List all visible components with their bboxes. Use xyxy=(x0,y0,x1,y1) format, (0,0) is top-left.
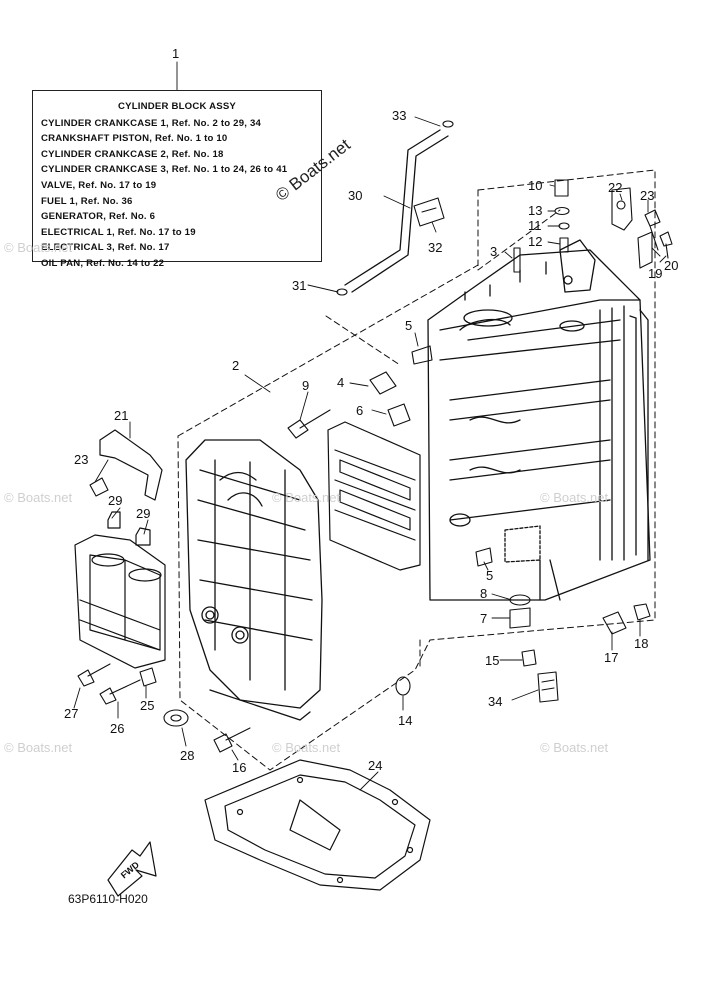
callout-31: 31 xyxy=(292,278,306,293)
crankcase-left xyxy=(185,439,323,721)
callout-5-upper: 5 xyxy=(405,318,412,333)
legend-title: CYLINDER BLOCK ASSY xyxy=(117,101,237,112)
legend-line: ELECTRICAL 3, Ref. No. 17 xyxy=(41,242,170,254)
leader-lines xyxy=(73,61,667,791)
legend-line: OIL PAN, Ref. No. 14 to 22 xyxy=(41,257,165,269)
assembly-dashed-outline xyxy=(177,169,656,771)
part-code: 63P6110-H020 xyxy=(68,892,148,906)
callout-10: 10 xyxy=(528,178,542,193)
intake-plate xyxy=(327,421,421,571)
legend-line: CYLINDER CRANKCASE 3, Ref. No. 1 to 24, … xyxy=(41,164,288,176)
callout-15: 15 xyxy=(485,653,499,668)
legend-line: ELECTRICAL 1, Ref. No. 17 to 19 xyxy=(41,226,196,238)
callout-29-right: 29 xyxy=(136,506,150,521)
callout-12: 12 xyxy=(528,234,542,249)
callout-11: 11 xyxy=(528,218,542,233)
watermark-faint: © Boats.net xyxy=(272,490,341,505)
callout-28: 28 xyxy=(180,748,194,763)
watermark-faint: © Boats.net xyxy=(4,240,73,255)
callout-23-left: 23 xyxy=(74,452,88,467)
callout-4: 4 xyxy=(337,375,344,390)
watermark-faint: © Boats.net xyxy=(272,740,341,755)
callout-16: 16 xyxy=(232,760,246,775)
watermark-faint: © Boats.net xyxy=(4,490,73,505)
callout-23-right: 23 xyxy=(640,188,654,203)
callout-14: 14 xyxy=(398,713,412,728)
callout-5-lower: 5 xyxy=(486,568,493,583)
watermark-faint: © Boats.net xyxy=(540,490,609,505)
callout-13: 13 xyxy=(528,203,542,218)
callout-34: 34 xyxy=(488,694,502,709)
callout-2: 2 xyxy=(232,358,239,373)
watermark-faint: © Boats.net xyxy=(540,740,609,755)
fwd-arrow xyxy=(107,841,157,897)
small-parts xyxy=(77,120,673,753)
callout-32: 32 xyxy=(428,240,442,255)
legend-line: CYLINDER CRANKCASE 2, Ref. No. 18 xyxy=(41,148,224,160)
callout-30: 30 xyxy=(348,188,362,203)
cylinder-block-right xyxy=(427,239,651,601)
callout-7: 7 xyxy=(480,611,487,626)
legend-line: CRANKSHAFT PISTON, Ref. No. 1 to 10 xyxy=(41,133,228,145)
legend-line: VALVE, Ref. No. 17 to 19 xyxy=(41,179,157,191)
callout-24: 24 xyxy=(368,758,382,773)
ignition-coil-assembly xyxy=(74,429,166,669)
callout-8: 8 xyxy=(480,586,487,601)
callout-27: 27 xyxy=(64,706,78,721)
legend-line: CYLINDER CRANKCASE 1, Ref. No. 2 to 29, … xyxy=(41,117,262,129)
callout-20: 20 xyxy=(664,258,678,273)
callout-29-left: 29 xyxy=(108,493,122,508)
callout-numbers: 1 2 3 4 5 5 6 7 8 9 10 11 12 13 14 15 16… xyxy=(64,46,678,880)
callout-33: 33 xyxy=(392,108,406,123)
hose-30 xyxy=(344,129,449,293)
assembly-legend: CYLINDER BLOCK ASSY CYLINDER CRANKCASE 1… xyxy=(32,90,322,269)
callout-25: 25 xyxy=(140,698,154,713)
callout-18: 18 xyxy=(634,636,648,651)
watermark-faint: © Boats.net xyxy=(4,740,73,755)
callout-1: 1 xyxy=(172,46,179,61)
callout-22: 22 xyxy=(608,180,622,195)
gasket-24 xyxy=(204,759,431,891)
callout-19: 19 xyxy=(648,266,662,281)
legend-line: GENERATOR, Ref. No. 6 xyxy=(41,211,156,223)
callout-9: 9 xyxy=(302,378,309,393)
callout-26: 26 xyxy=(110,721,124,736)
legend-line: FUEL 1, Ref. No. 36 xyxy=(41,195,133,207)
callout-17: 17 xyxy=(604,650,618,665)
callout-3: 3 xyxy=(490,244,497,259)
callout-21: 21 xyxy=(114,408,128,423)
callout-6: 6 xyxy=(356,403,363,418)
